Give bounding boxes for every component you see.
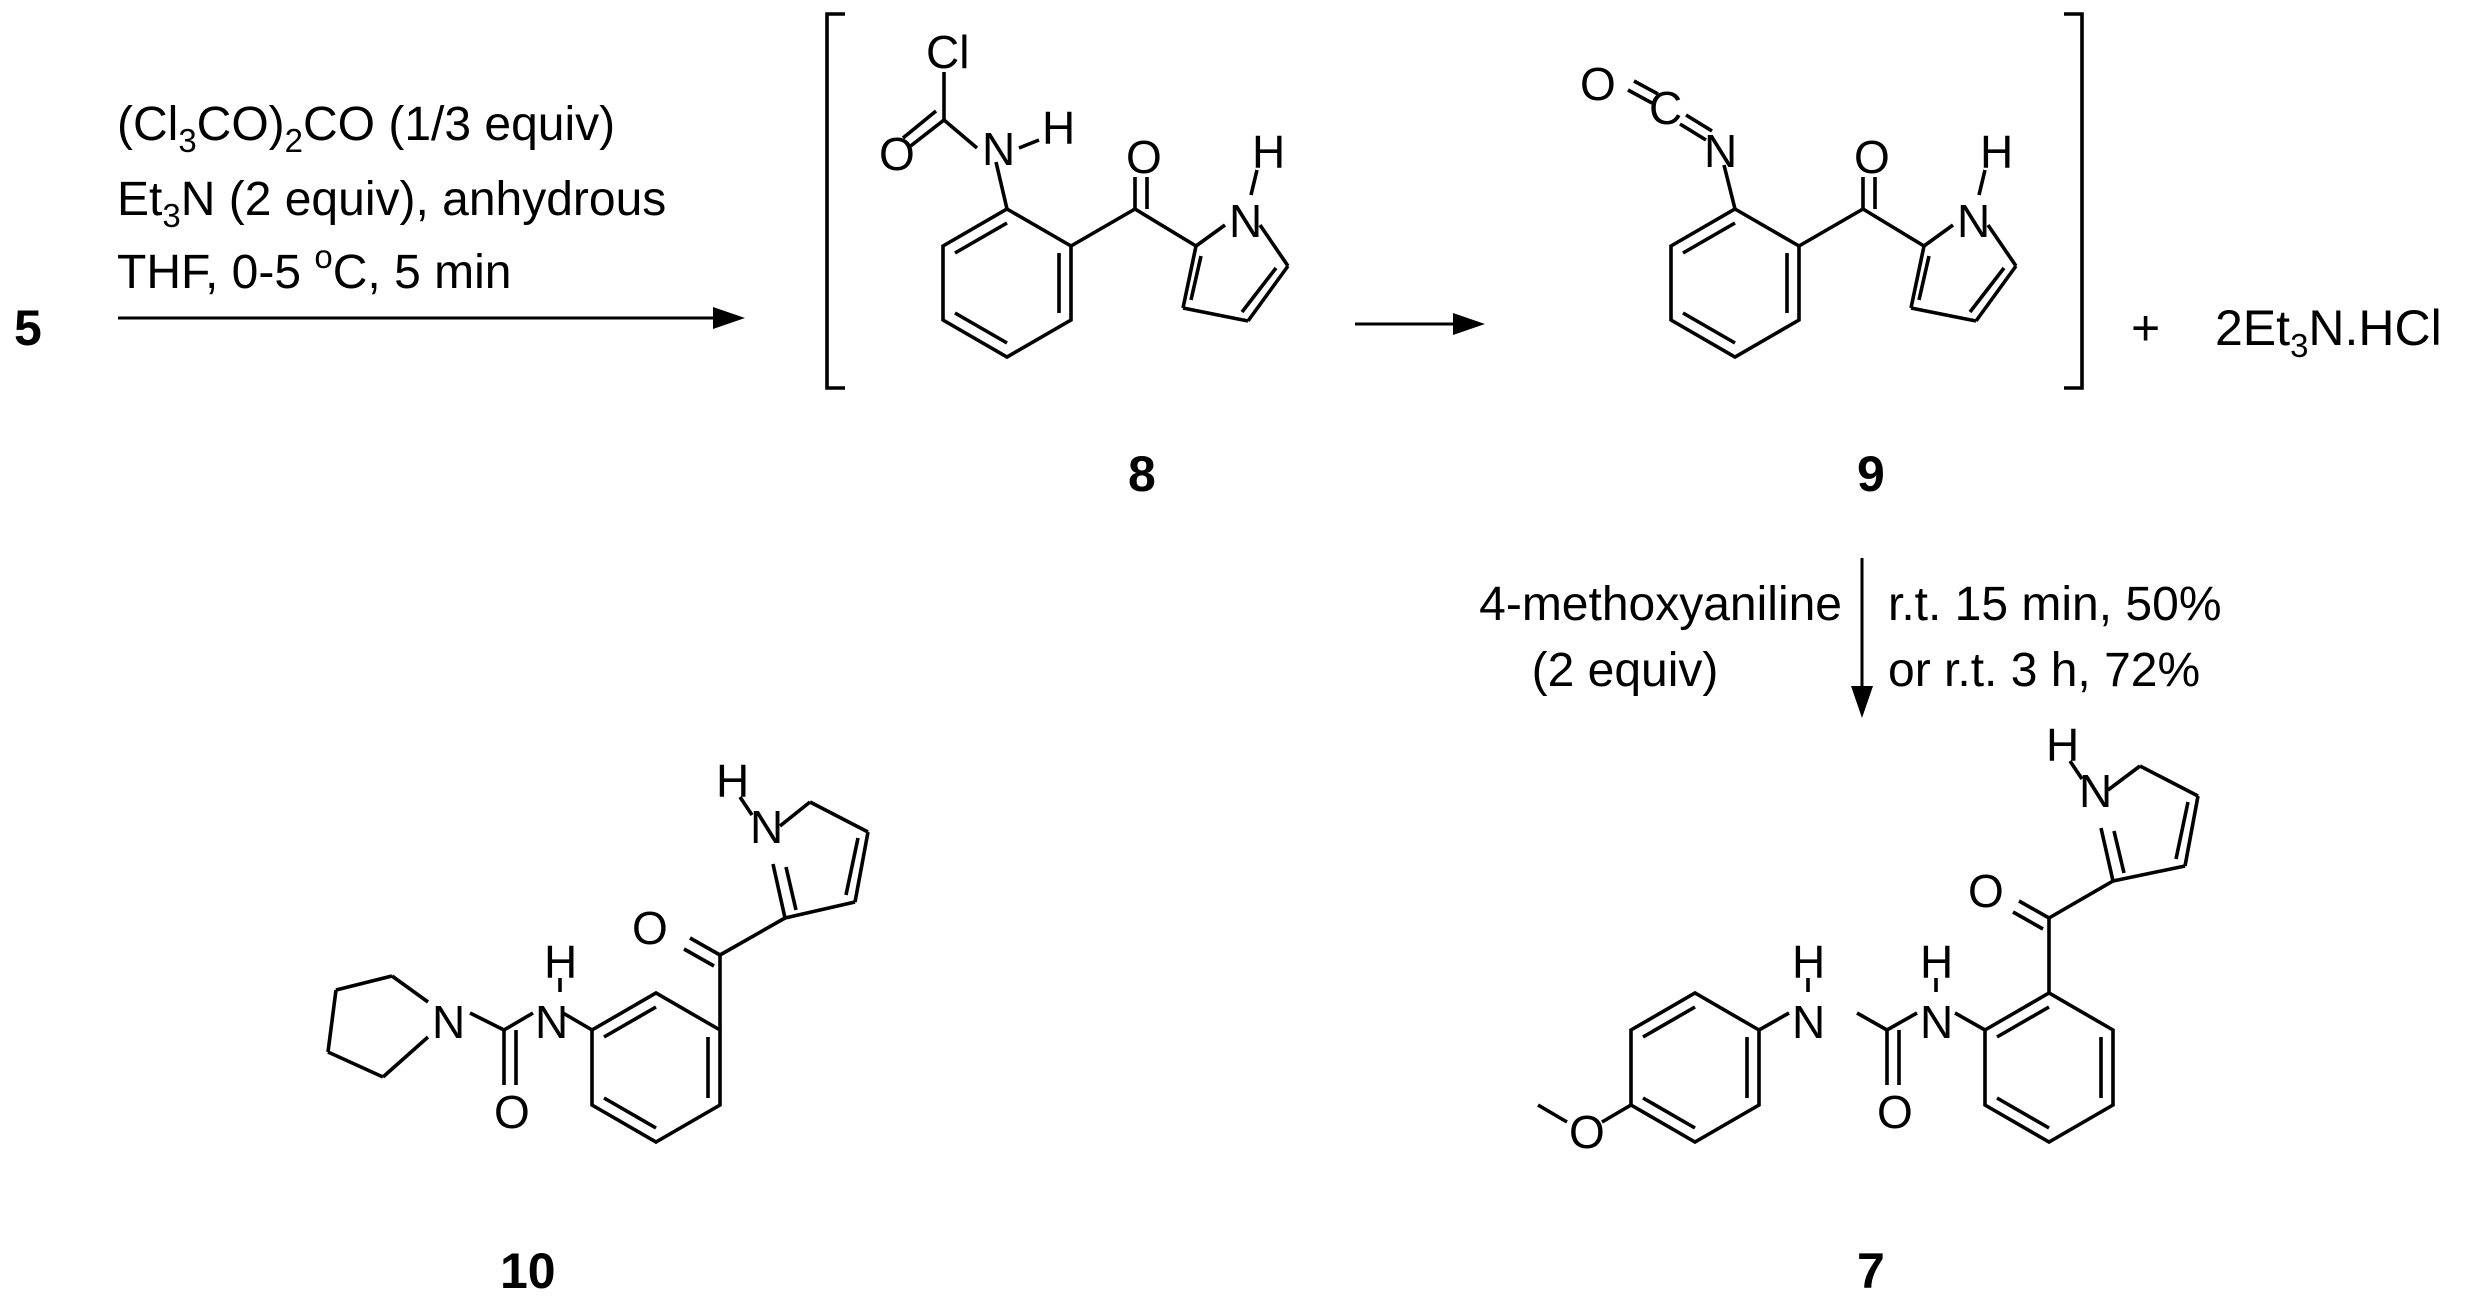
compound-10-label: 10 xyxy=(500,1243,556,1299)
structure-intermediate-8: Cl O N H O N H xyxy=(879,26,1290,360)
reaction-arrow-step1-head xyxy=(713,307,745,329)
svg-text:H: H xyxy=(2046,719,2079,771)
svg-text:N: N xyxy=(432,996,465,1048)
step2-condition-line1: r.t. 15 min, 50% xyxy=(1888,578,2222,631)
reaction-arrow-8-to-9-head xyxy=(1453,313,1485,335)
svg-text:N: N xyxy=(982,123,1015,175)
svg-text:O: O xyxy=(1854,131,1890,183)
svg-text:N: N xyxy=(1229,195,1262,247)
left-bracket xyxy=(825,12,845,390)
compound-7-label: 7 xyxy=(1857,1243,1885,1299)
svg-text:N: N xyxy=(1704,125,1737,177)
structure-intermediate-9: O C N O N H xyxy=(1580,58,2018,360)
svg-text:O: O xyxy=(494,1086,530,1138)
structure-compound-7: O N H N H O N H O xyxy=(1537,719,2200,1158)
svg-text:O: O xyxy=(1968,865,2004,917)
svg-text:Cl: Cl xyxy=(926,26,969,78)
svg-text:O: O xyxy=(879,128,915,180)
svg-text:H: H xyxy=(1042,102,1075,154)
svg-text:O: O xyxy=(1569,1106,1605,1158)
svg-text:N: N xyxy=(535,996,568,1048)
svg-text:H: H xyxy=(716,755,749,807)
svg-text:C: C xyxy=(1649,82,1682,134)
svg-text:N: N xyxy=(1920,996,1953,1048)
step1-reagent-line3: THF, 0-5 oC, 5 min xyxy=(117,238,511,299)
svg-text:H: H xyxy=(1792,936,1825,988)
svg-text:H: H xyxy=(1920,936,1953,988)
svg-text:O: O xyxy=(632,902,668,954)
plus-sign: + xyxy=(2131,300,2160,356)
svg-text:O: O xyxy=(1126,131,1162,183)
intermediate-9-label: 9 xyxy=(1857,446,1885,502)
svg-text:H: H xyxy=(1980,126,2013,178)
step2-reagent-line1: 4-methoxyaniline xyxy=(1479,578,1842,631)
svg-text:O: O xyxy=(1580,58,1616,110)
svg-text:H: H xyxy=(1252,126,1285,178)
svg-text:N: N xyxy=(2079,765,2112,817)
step1-reagent-line2: Et3N (2 equiv), anhydrous xyxy=(117,173,666,234)
step1-reagent-line1: (Cl3CO)2CO (1/3 equiv) xyxy=(117,98,615,159)
structure-compound-10: O N H N H O N xyxy=(326,755,870,1145)
svg-text:N: N xyxy=(1792,996,1825,1048)
reaction-arrow-step2-head xyxy=(1851,686,1873,718)
svg-text:H: H xyxy=(544,936,577,988)
svg-text:N: N xyxy=(750,801,783,853)
step2-condition-line2: or r.t. 3 h, 72% xyxy=(1888,644,2200,697)
byproduct-et3n-hcl: 2Et3N.HCl xyxy=(2215,300,2442,364)
step2-reagent-line2: (2 equiv) xyxy=(1532,644,1719,697)
svg-text:N: N xyxy=(1957,195,1990,247)
intermediate-8-label: 8 xyxy=(1128,446,1156,502)
right-bracket xyxy=(2064,12,2084,390)
compound-5-label: 5 xyxy=(14,300,42,356)
svg-text:O: O xyxy=(1877,1086,1913,1138)
